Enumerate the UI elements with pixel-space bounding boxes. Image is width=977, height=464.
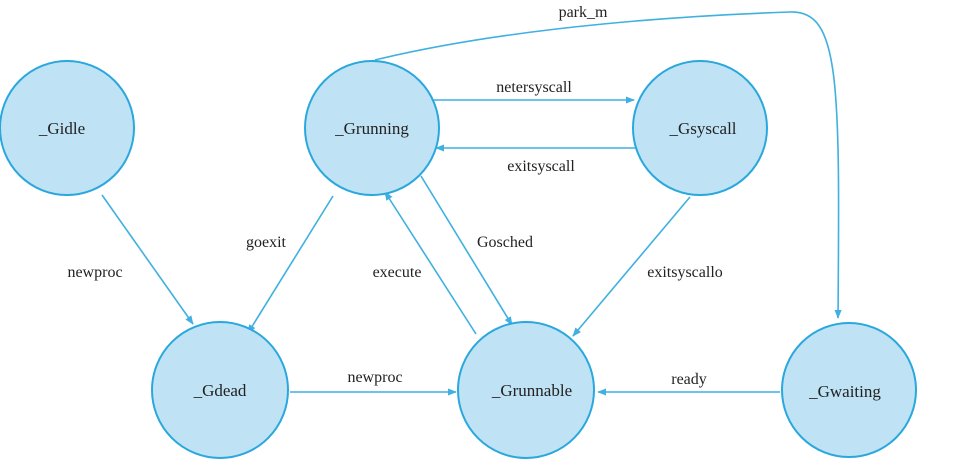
- edge-exitsyscallo: [572, 196, 691, 337]
- state-gdead: _Gdead: [151, 321, 289, 459]
- label-park-m: park_m: [559, 4, 608, 21]
- label-exitsyscallo: exitsyscallo: [647, 264, 723, 281]
- edge-newproc-idle: [101, 194, 194, 325]
- state-gidle: _Gidle: [0, 60, 135, 196]
- label-newproc-dead: newproc: [347, 369, 402, 386]
- label-newproc-idle: newproc: [67, 264, 122, 281]
- state-grunning: _Grunning: [304, 60, 440, 196]
- state-grunnable: _Grunnable: [457, 321, 595, 459]
- state-gsyscall: _Gsyscall: [632, 60, 768, 196]
- state-gidle-label: _Gidle: [38, 119, 85, 138]
- state-gdead-label: _Gdead: [193, 381, 247, 400]
- state-grunnable-label: _Grunnable: [491, 381, 572, 400]
- label-ready: ready: [671, 371, 707, 388]
- state-gwaiting: _Gwaiting: [781, 322, 917, 458]
- edge-goexit: [247, 195, 334, 334]
- edge-execute: [384, 191, 477, 335]
- state-gsyscall-label: _Gsyscall: [668, 119, 736, 138]
- edge-gosched: [420, 175, 513, 326]
- label-netersyscall: netersyscall: [496, 79, 572, 96]
- label-goexit: goexit: [246, 234, 287, 251]
- label-gosched: Gosched: [477, 234, 533, 251]
- label-exitsyscall: exitsyscall: [507, 158, 575, 175]
- edge-park-m: [374, 11, 842, 319]
- state-grunning-label: _Grunning: [334, 119, 409, 138]
- label-execute: execute: [373, 264, 422, 281]
- state-gwaiting-label: _Gwaiting: [808, 382, 881, 401]
